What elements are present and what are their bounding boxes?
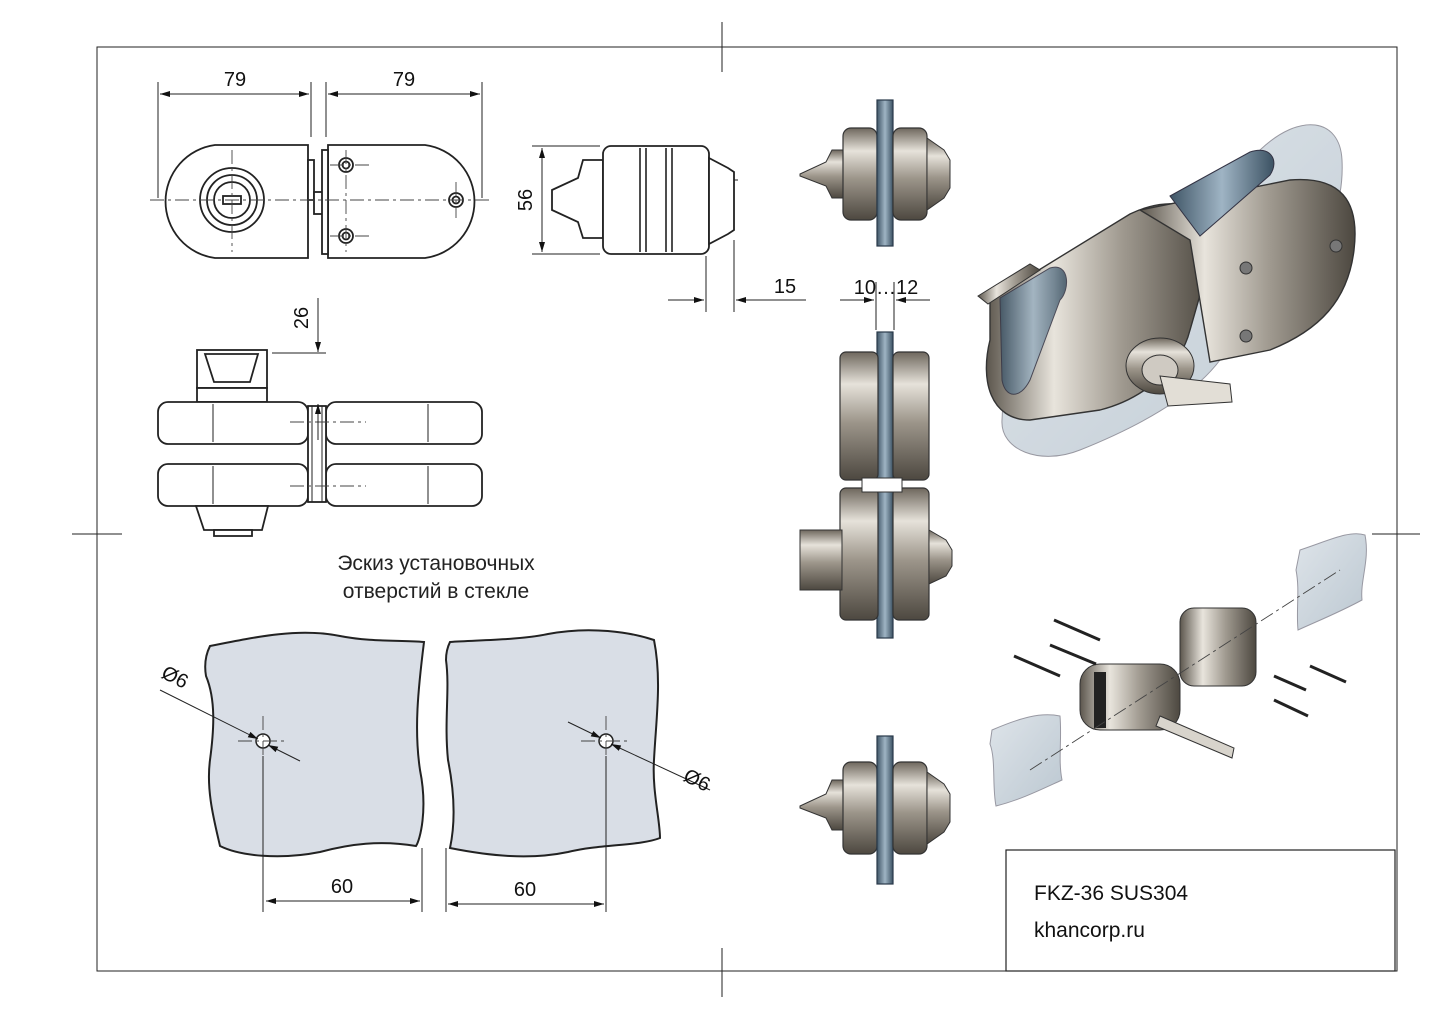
dim-side-height: 56 bbox=[515, 189, 537, 211]
dim-hole-offset-left: 60 bbox=[331, 876, 353, 898]
title-block bbox=[1005, 849, 1396, 972]
sketch-caption-line2: отверстий в стекле bbox=[343, 580, 529, 603]
dim-knob-height: 26 bbox=[291, 307, 313, 329]
render-side-middle bbox=[799, 331, 953, 639]
dim-hole-diameter-left: Ø6 bbox=[158, 662, 192, 694]
render-profile-bottom bbox=[799, 735, 951, 885]
dim-side-depth: 15 bbox=[774, 276, 796, 298]
dim-glass-thickness: 10…12 bbox=[854, 277, 919, 299]
dim-top-right-width: 79 bbox=[393, 69, 415, 91]
title-block-website: khancorp.ru bbox=[1034, 919, 1145, 942]
sheet-frame bbox=[72, 22, 1420, 997]
render-profile-top bbox=[799, 99, 951, 247]
dim-hole-diameter-right: Ø6 bbox=[680, 765, 714, 797]
dim-top-left-width: 79 bbox=[224, 69, 246, 91]
glass-thickness-dim bbox=[840, 282, 930, 330]
glass-hole-sketch bbox=[159, 629, 711, 912]
isometric-render bbox=[977, 124, 1356, 457]
sketch-caption-line1: Эскиз установочных bbox=[337, 552, 535, 575]
plan-view-drawing bbox=[157, 298, 483, 537]
top-view-drawing bbox=[150, 82, 490, 259]
exploded-render bbox=[989, 533, 1367, 807]
dim-hole-offset-right: 60 bbox=[514, 879, 536, 901]
side-view-drawing bbox=[532, 145, 806, 312]
title-block-model: FKZ-36 SUS304 bbox=[1034, 882, 1188, 905]
